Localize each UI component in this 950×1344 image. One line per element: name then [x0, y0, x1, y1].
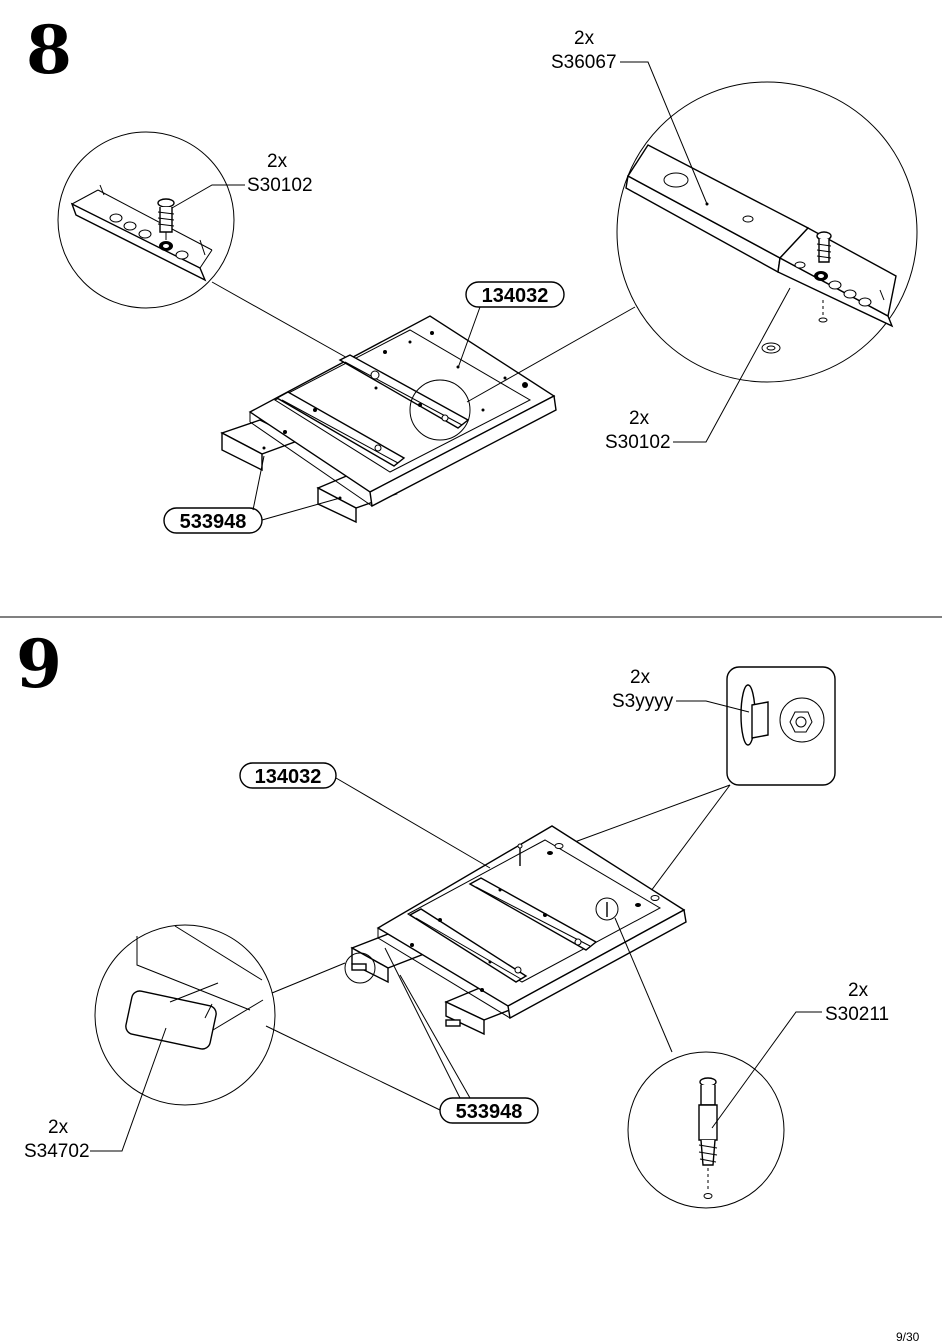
step8-callout-right-bottom-qty: 2x [629, 408, 650, 429]
step9-callout-bottom-left-part: S34702 [24, 1141, 90, 1162]
step8-detail-circle-left [57, 131, 235, 309]
step8-callout-left-part: S30102 [247, 175, 313, 196]
step8-callout-right-top-part: S36067 [551, 52, 617, 73]
step8-main-assembly [220, 315, 557, 524]
step8-detail-circle-right [616, 81, 918, 383]
step8-callout-right-top-qty: 2x [574, 28, 595, 49]
step9-part-label-134032: 134032 [239, 762, 337, 789]
step8-part-label-533948: 533948 [163, 507, 263, 534]
step9-callout-top-right-qty: 2x [630, 667, 651, 688]
step8-callout-right-bottom-part: S30102 [605, 432, 671, 453]
step-8: 8 2x S30102 [26, 11, 918, 534]
step9-detail-circle-bolt [627, 1051, 785, 1209]
step-9-number: 9 [16, 625, 62, 703]
step8-part-label-134032: 134032 [465, 281, 565, 308]
step9-callout-bottom-left-qty: 2x [48, 1117, 69, 1138]
step9-main-assembly [344, 825, 687, 1036]
page-number: 9/30 [896, 1330, 920, 1344]
step8-panel-top-label: 134032 [482, 285, 549, 307]
step9-callout-bottom-right-qty: 2x [848, 980, 869, 1001]
step8-callout-left-qty: 2x [267, 151, 288, 172]
step9-callout-bottom-right-part: S30211 [825, 1004, 889, 1025]
step-9: 9 2x S3yyyy [16, 625, 889, 1209]
step9-detail-circle-bumper [94, 924, 276, 1106]
step9-panel-bottom-label: 533948 [456, 1101, 523, 1123]
step9-panel-top-label: 134032 [255, 766, 322, 788]
step-8-number: 8 [26, 11, 72, 89]
step8-panel-bottom-label: 533948 [180, 511, 247, 533]
step9-callout-top-right-part: S3yyyy [612, 691, 674, 712]
step9-part-label-533948: 533948 [439, 1097, 539, 1124]
step9-detail-box-cam [726, 666, 836, 786]
